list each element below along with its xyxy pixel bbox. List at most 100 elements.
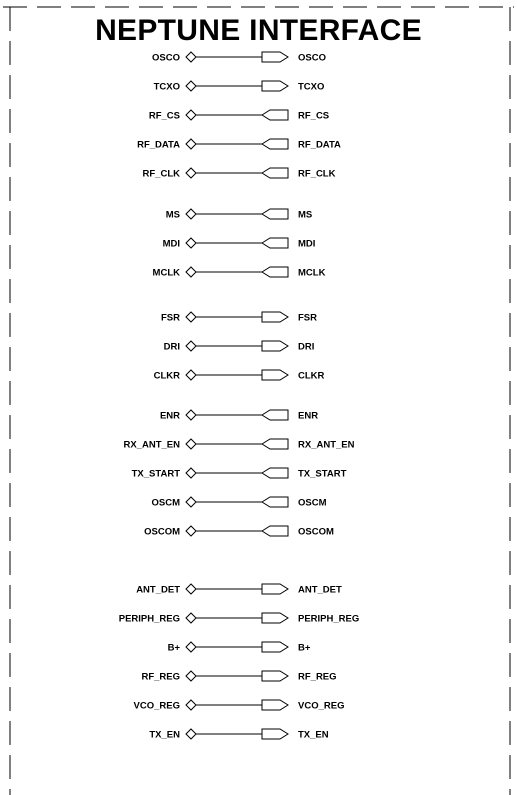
left-signal-label: RF_REG	[141, 672, 180, 683]
output-connector-icon	[261, 340, 289, 352]
right-signal-label: ENR	[298, 411, 318, 422]
pin-diamond-icon	[185, 496, 197, 508]
right-signal-label: B+	[298, 643, 311, 654]
pin-diamond-icon	[185, 699, 197, 711]
right-signal-label: TCXO	[298, 82, 324, 93]
signal-row-rf-reg: RF_REG RF_REG	[141, 670, 337, 683]
signal-row-tx-start: TX_START TX_START	[132, 467, 347, 480]
input-connector-icon	[261, 525, 289, 537]
pin-diamond-icon	[185, 266, 197, 278]
output-connector-icon	[261, 699, 289, 711]
signal-row-rf-data: RF_DATA RF_DATA	[137, 138, 341, 151]
pin-diamond-icon	[185, 138, 197, 150]
pin-diamond-icon	[185, 369, 197, 381]
input-connector-icon	[261, 208, 289, 220]
left-signal-label: FSR	[161, 313, 180, 324]
pin-diamond-icon	[185, 583, 197, 595]
right-signal-label: DRI	[298, 342, 314, 353]
right-signal-label: OSCM	[298, 498, 327, 509]
left-signal-label: MCLK	[153, 268, 181, 279]
pin-diamond-icon	[185, 525, 197, 537]
pin-diamond-icon	[185, 728, 197, 740]
left-signal-label: TX_EN	[149, 730, 180, 741]
right-signal-label: CLKR	[298, 371, 325, 382]
signal-row-dri: DRI DRI	[164, 340, 314, 353]
output-connector-icon	[261, 51, 289, 63]
left-signal-label: DRI	[164, 342, 180, 353]
left-signal-label: RF_CLK	[143, 169, 181, 180]
left-signal-label: MS	[166, 210, 180, 221]
right-signal-label: RF_CS	[298, 111, 329, 122]
left-signal-label: RX_ANT_EN	[124, 440, 181, 451]
signal-row-oscom: OSCOM OSCOM	[144, 525, 334, 538]
signal-row-periph-reg: PERIPH_REG PERIPH_REG	[119, 612, 359, 625]
pin-diamond-icon	[185, 208, 197, 220]
pin-diamond-icon	[185, 612, 197, 624]
signal-row-mclk: MCLK MCLK	[153, 266, 326, 279]
pin-diamond-icon	[185, 80, 197, 92]
right-signal-label: RF_DATA	[298, 140, 341, 151]
right-signal-label: RX_ANT_EN	[298, 440, 355, 451]
output-connector-icon	[261, 670, 289, 682]
pin-diamond-icon	[185, 467, 197, 479]
signal-row-rf-cs: RF_CS RF_CS	[149, 109, 329, 122]
right-signal-label: PERIPH_REG	[298, 614, 359, 625]
pin-diamond-icon	[185, 641, 197, 653]
right-signal-label: OSCO	[298, 53, 326, 64]
signal-row-clkr: CLKR CLKR	[154, 369, 325, 382]
diagram-title: NEPTUNE INTERFACE	[95, 14, 422, 47]
left-signal-label: ENR	[160, 411, 180, 422]
input-connector-icon	[261, 467, 289, 479]
signal-row-rf-clk: RF_CLK RF_CLK	[143, 167, 336, 180]
left-signal-label: TCXO	[154, 82, 180, 93]
right-signal-label: MS	[298, 210, 312, 221]
left-signal-label: OSCO	[152, 53, 180, 64]
left-signal-label: OSCOM	[144, 527, 180, 538]
input-connector-icon	[261, 237, 289, 249]
signal-row-fsr: FSR FSR	[161, 311, 317, 324]
left-signal-label: VCO_REG	[134, 701, 180, 712]
pin-diamond-icon	[185, 409, 197, 421]
pin-diamond-icon	[185, 167, 197, 179]
pin-diamond-icon	[185, 51, 197, 63]
right-signal-label: OSCOM	[298, 527, 334, 538]
signal-row-enr: ENR ENR	[160, 409, 318, 422]
left-signal-label: CLKR	[154, 371, 181, 382]
pin-diamond-icon	[185, 438, 197, 450]
pin-diamond-icon	[185, 340, 197, 352]
signal-row-rx-ant-en: RX_ANT_EN RX_ANT_EN	[124, 438, 355, 451]
left-signal-label: B+	[168, 643, 181, 654]
signal-row-vco-reg: VCO_REG VCO_REG	[134, 699, 344, 712]
output-connector-icon	[261, 728, 289, 740]
right-signal-label: VCO_REG	[298, 701, 344, 712]
right-signal-label: RF_CLK	[298, 169, 336, 180]
input-connector-icon	[261, 109, 289, 121]
right-signal-label: ANT_DET	[298, 585, 342, 596]
left-signal-label: PERIPH_REG	[119, 614, 180, 625]
right-signal-label: TX_START	[298, 469, 347, 480]
left-signal-label: TX_START	[132, 469, 181, 480]
right-signal-label: FSR	[298, 313, 317, 324]
output-connector-icon	[261, 612, 289, 624]
left-signal-label: MDI	[163, 239, 180, 250]
input-connector-icon	[261, 409, 289, 421]
input-connector-icon	[261, 496, 289, 508]
pin-diamond-icon	[185, 670, 197, 682]
signal-row-b: B+ B+	[168, 641, 311, 654]
right-signal-label: MCLK	[298, 268, 326, 279]
left-signal-label: RF_DATA	[137, 140, 180, 151]
output-connector-icon	[261, 641, 289, 653]
input-connector-icon	[261, 167, 289, 179]
output-connector-icon	[261, 369, 289, 381]
sheet-border	[3, 6, 514, 795]
right-signal-label: RF_REG	[298, 672, 337, 683]
left-signal-label: RF_CS	[149, 111, 180, 122]
output-connector-icon	[261, 80, 289, 92]
signal-row-tcxo: TCXO TCXO	[154, 80, 324, 93]
